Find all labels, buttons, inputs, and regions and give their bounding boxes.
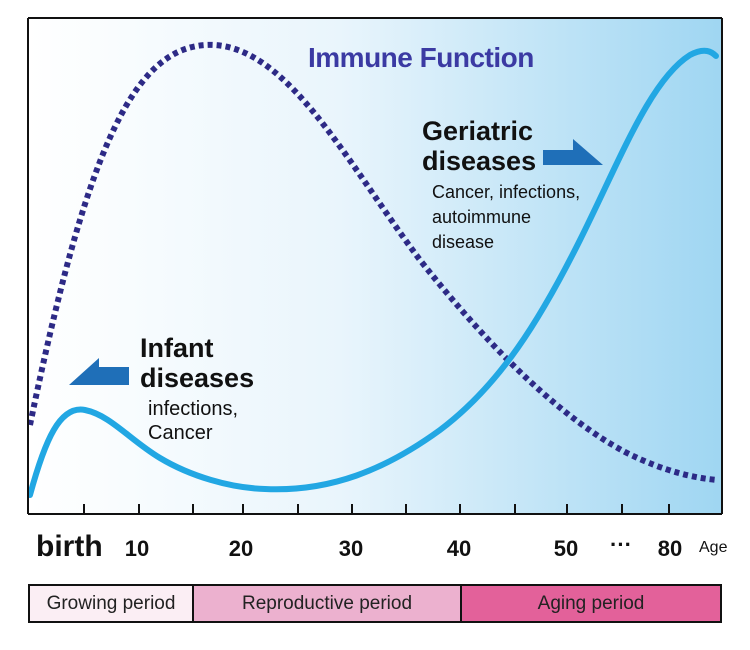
disease-incidence-curve <box>27 47 719 498</box>
period-label: Growing period <box>46 592 176 614</box>
period-reproductive: Reproductive period <box>192 584 462 623</box>
arrow-right-icon <box>543 139 603 165</box>
infant-diseases-heading: Infant diseases <box>140 333 290 393</box>
period-growing: Growing period <box>28 584 194 623</box>
axis-tick-label: 80 <box>657 536 683 561</box>
geriatric-heading-line: Geriatric <box>422 116 534 146</box>
geriatric-list-line: autoimmune <box>432 207 532 227</box>
axis-tick-label: 30 <box>338 536 364 561</box>
infant-list-line: infections, <box>148 398 239 420</box>
geriatric-diseases-list: Cancer, infections, autoimmune disease <box>432 180 602 255</box>
axis-ellipsis: ··· <box>610 532 632 557</box>
axis-unit-label: Age <box>699 539 728 556</box>
period-label: Aging period <box>537 592 645 614</box>
axis-tick-label: 40 <box>446 536 472 561</box>
plot-background <box>28 18 722 514</box>
x-axis <box>27 17 723 515</box>
axis-tick-label: 50 <box>553 536 579 561</box>
immune-function-curve <box>27 41 718 483</box>
geriatric-list-line: Cancer, infections, <box>432 182 581 202</box>
period-label: Reproductive period <box>241 592 413 614</box>
infant-heading-line: diseases <box>140 363 255 393</box>
period-aging: Aging period <box>460 584 722 623</box>
geriatric-list-line: disease <box>432 232 495 252</box>
geriatric-heading-line: diseases <box>422 146 537 176</box>
infant-diseases-list: infections, Cancer <box>148 397 298 445</box>
axis-birth-label: birth <box>36 530 103 563</box>
geriatric-diseases-heading: Geriatric diseases <box>422 116 572 176</box>
axis-tick-label: 20 <box>228 536 254 561</box>
infant-heading-line: Infant <box>140 333 214 363</box>
diagram-title: Immune Function <box>308 42 534 73</box>
arrow-left-icon <box>69 358 129 385</box>
axis-tick-label: 10 <box>124 536 150 561</box>
infant-list-line: Cancer <box>148 422 213 444</box>
